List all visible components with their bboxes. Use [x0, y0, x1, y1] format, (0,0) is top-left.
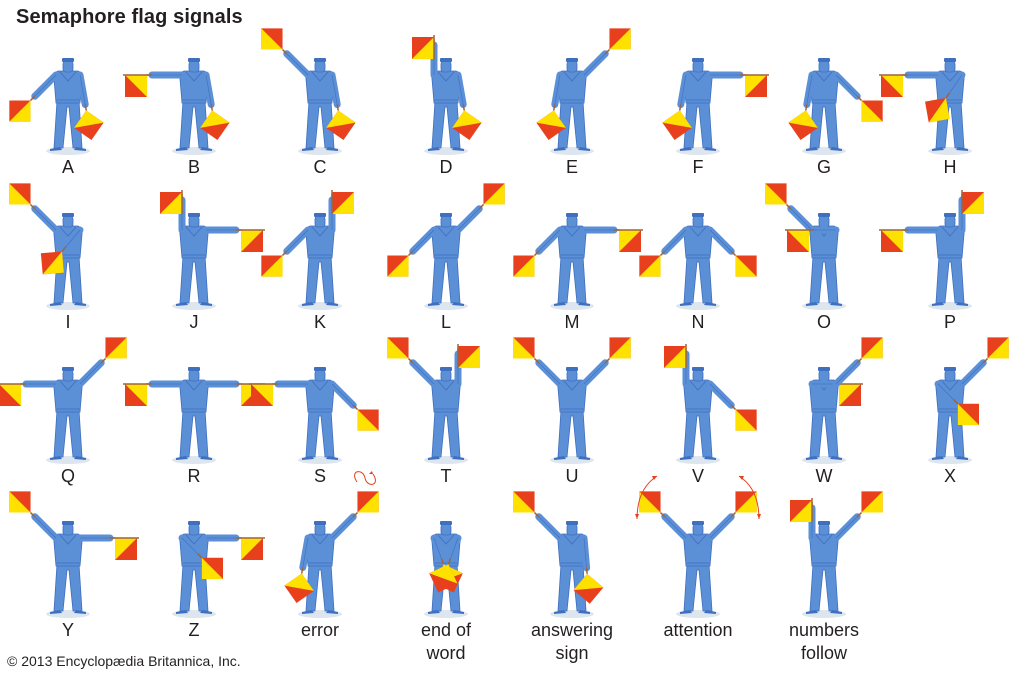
signal-label: S [313, 466, 326, 486]
signal-label: error [300, 620, 339, 640]
signal-label: G [816, 157, 831, 177]
sailor-figure-icon [9, 183, 90, 310]
signal-j: J [131, 156, 265, 361]
signal-label: U [565, 466, 579, 486]
signal-p: P [879, 156, 1013, 361]
signal-label: T [440, 466, 452, 486]
sailor-figure-icon [513, 491, 604, 618]
sailor-figure-icon [424, 521, 468, 618]
sailor-figure-icon [513, 337, 631, 464]
signal-a: A [5, 1, 131, 206]
sailor-figure-icon [387, 183, 505, 310]
signal-label: H [943, 157, 957, 177]
copyright-credit: © 2013 Encyclopædia Britannica, Inc. [7, 653, 241, 669]
sailor-figure-icon [387, 337, 480, 464]
signal-label: attention [663, 620, 733, 640]
signal-o: O [761, 156, 887, 361]
signal-m: M [509, 156, 643, 361]
signal-k: K [257, 156, 383, 361]
signal-label: J [189, 312, 199, 332]
sailor-figure-icon [802, 337, 883, 464]
sailor-figure-icon [513, 213, 643, 310]
signal-d: D [383, 1, 509, 206]
sailor-figure-icon [172, 521, 265, 618]
signal-error: error [257, 464, 383, 669]
sailor-figure-icon [284, 471, 379, 618]
signal-label: Z [188, 620, 200, 640]
sailor-figure-icon [9, 491, 139, 618]
signal-label: E [565, 157, 578, 177]
signal-label: O [816, 312, 831, 332]
signal-attention: attention [635, 464, 761, 669]
signal-g: G [761, 1, 887, 206]
signal-z: Z [131, 464, 265, 669]
signal-label: K [313, 312, 326, 332]
sailor-figure-icon [160, 190, 265, 310]
sailor-figure-icon [765, 183, 846, 310]
signal-label: A [61, 157, 74, 177]
signal-q: Q [0, 310, 131, 515]
signal-u: U [509, 310, 635, 515]
signal-n: N [635, 156, 761, 361]
signal-label: R [187, 466, 201, 486]
signal-c: C [257, 1, 383, 206]
sailor-figure-icon [536, 28, 631, 155]
signal-label: I [65, 312, 71, 332]
signal-i: I [5, 156, 131, 361]
sailor-figure-icon [0, 337, 127, 464]
signal-label: C [313, 157, 327, 177]
signal-label: N [691, 312, 705, 332]
sailor-figure-icon [123, 367, 265, 464]
signal-label: M [564, 312, 580, 332]
signal-l: L [383, 156, 509, 361]
signal-label: V [691, 466, 704, 486]
figure-eight-arrow-icon [369, 471, 373, 474]
signal-label: Y [61, 620, 74, 640]
signal-label: F [692, 157, 704, 177]
signal-label: L [440, 312, 451, 332]
signal-e: E [509, 1, 635, 206]
signal-y: Y [5, 464, 139, 669]
sailor-figure-icon [639, 213, 757, 310]
signal-label: X [943, 466, 956, 486]
sailor-figure-icon [879, 58, 972, 155]
signal-label: Q [60, 466, 75, 486]
sailor-figure-icon [788, 58, 883, 155]
signal-t: T [383, 310, 509, 515]
signal-v: V [635, 310, 761, 515]
sailor-figure-icon [249, 367, 379, 464]
sailor-figure-icon [412, 35, 482, 155]
sailor-figure-icon [261, 28, 356, 155]
signal-h: H [879, 1, 1013, 206]
sailor-figure-icon [879, 190, 984, 310]
signal-label: B [187, 157, 200, 177]
signal-b: B [123, 1, 257, 206]
sailor-figure-icon [9, 58, 104, 155]
signal-f: F [635, 1, 769, 206]
signal-label: W [815, 466, 833, 486]
sailor-figure-icon [261, 190, 354, 310]
sailor-figure-icon [664, 344, 757, 464]
sailor-figure-icon [928, 337, 1009, 464]
signal-label: P [943, 312, 956, 332]
page-title: Semaphore flag signals [16, 6, 243, 28]
sailor-figure-icon [790, 491, 883, 618]
sailor-figure-icon [123, 58, 230, 155]
sailor-figure-icon [662, 58, 769, 155]
signal-w: W [761, 310, 887, 515]
sailor-figure-icon [635, 475, 761, 618]
signal-s: S [249, 310, 383, 515]
signal-x: X [887, 310, 1013, 515]
signal-label: D [439, 157, 453, 177]
